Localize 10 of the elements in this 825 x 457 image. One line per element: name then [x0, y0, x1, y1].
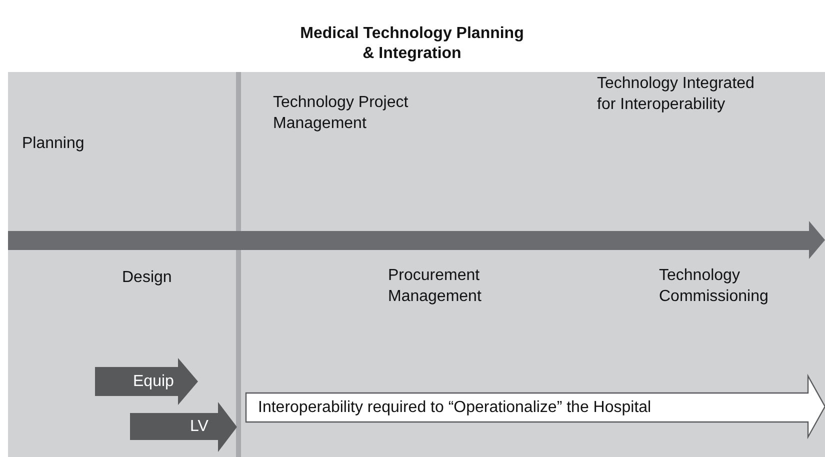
- arrow-label: Interoperability required to “Operationalize” the Hospital: [258, 398, 652, 418]
- stage-label: Planning: [22, 134, 86, 154]
- stage-label: Technology Integrated for Interoperability: [597, 74, 756, 115]
- arrow-label: Equip: [133, 372, 174, 392]
- stage-label: Technology Commissioning: [659, 266, 770, 307]
- stage-label: Design: [122, 268, 173, 288]
- stage-label: Procurement Management: [388, 266, 482, 307]
- arrow-label: LV: [190, 416, 208, 436]
- stage-label: Technology Project Management: [273, 93, 410, 134]
- diagram-title: Medical Technology Planning & Integration: [299, 24, 525, 64]
